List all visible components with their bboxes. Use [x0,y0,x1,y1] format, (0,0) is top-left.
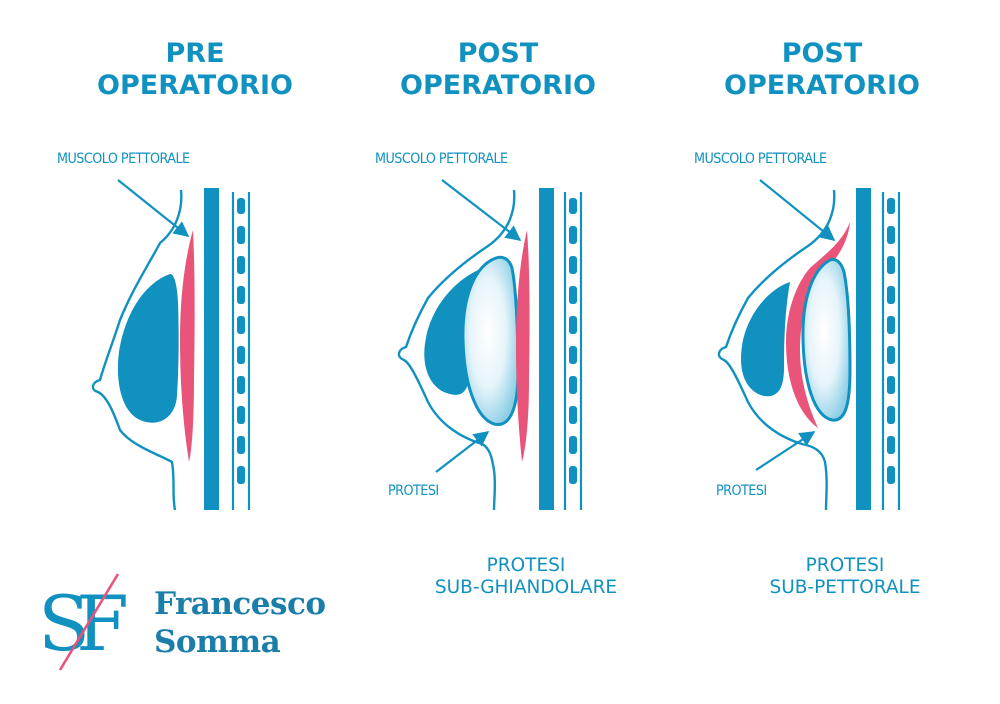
column-3-muscle-label: MUSCOLO PETTORALE [694,151,827,167]
pectoral-muscle [786,222,850,428]
logo-slash [58,573,120,671]
pre-op-diagram [91,179,251,511]
column-1-title-line1: PRE [165,38,225,69]
pectoral-muscle [516,230,530,462]
breast-outline [717,189,836,511]
column-3-title-line1: POST [781,38,863,69]
column-1-title-line2: OPERATORIO [97,70,293,101]
column-2-caption: PROTESI SUB-GHIANDOLARE [376,555,676,599]
column-2-title: POST OPERATORIO [368,38,628,102]
column-1-muscle-label: MUSCOLO PETTORALE [57,151,190,167]
logo-monogram: SF [38,573,140,671]
implant-pointer-arrow [435,431,490,473]
rib-segments [887,198,895,484]
sub-glandular-diagram [397,179,583,511]
column-2-caption-line2: SUB-GHIANDOLARE [434,577,618,598]
column-1-title: PRE OPERATORIO [65,38,325,102]
mammary-gland [117,274,179,423]
breast-implant [801,258,852,422]
column-3-caption: PROTESI SUB-PETTORALE [695,555,995,599]
sub-pectoral-diagram [717,179,901,511]
pectoral-muscle [180,230,195,462]
muscle-pointer-arrow [441,179,522,241]
mammary-gland [740,282,790,397]
column-2-implant-label: PROTESI [388,483,439,499]
column-2-muscle-label: MUSCOLO PETTORALE [375,151,508,167]
column-2-title-line2: OPERATORIO [400,70,596,101]
rib-segments [237,198,245,484]
column-2-title-line1: POST [457,38,539,69]
logo-monogram-letters: SF [38,579,126,668]
breast-outline [397,189,516,511]
logo-last-name: Somma [154,624,281,660]
column-3-caption-line1: PROTESI [805,555,885,576]
column-3-title-line2: OPERATORIO [724,70,920,101]
chest-wall-band [539,188,554,510]
breast-implant [461,255,520,426]
chest-wall-band [856,188,871,510]
column-3-title: POST OPERATORIO [692,38,952,102]
column-3-implant-label: PROTESI [716,483,767,499]
rib-segments [569,198,577,484]
column-3-caption-line2: SUB-PETTORALE [769,577,921,598]
muscle-pointer-arrow [759,179,836,241]
chest-wall-band [204,188,219,510]
column-2-caption-line1: PROTESI [486,555,566,576]
logo-first-name: Francesco [154,586,326,622]
breast-outline [91,189,183,511]
implant-pointer-arrow [755,431,816,471]
muscle-pointer-arrow [117,179,190,237]
